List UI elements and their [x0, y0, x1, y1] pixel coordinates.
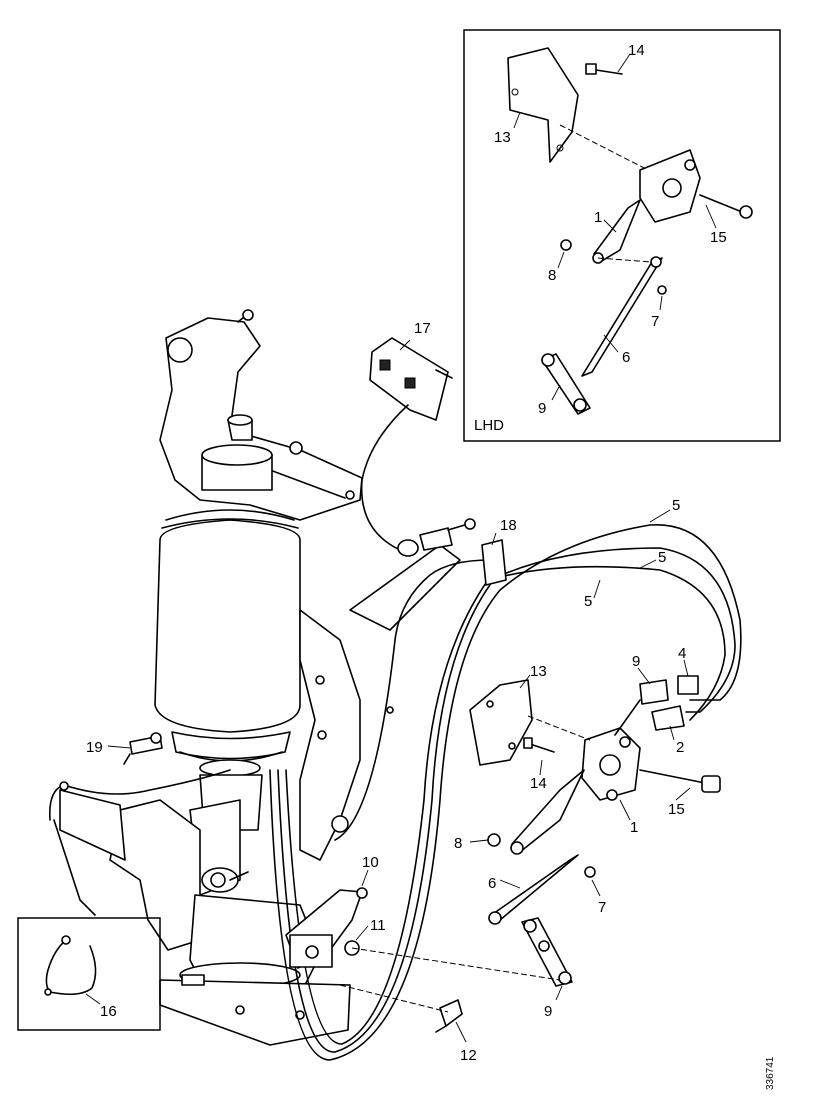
- spring-clip-16: [45, 939, 97, 996]
- fitting-4: [677, 675, 699, 695]
- callout-11: 11: [370, 917, 386, 934]
- callout-8: 8: [454, 835, 462, 852]
- link-6: [489, 854, 579, 921]
- callout-13: 13: [530, 663, 547, 680]
- fitting-9: [639, 679, 669, 705]
- callout-2: 2: [676, 739, 684, 756]
- nut-8: [487, 833, 501, 847]
- air-lines-5: [269, 524, 742, 1061]
- clamp-18: [481, 539, 507, 586]
- inset-lhd-label: LHD: [474, 417, 504, 434]
- callout-15: 15: [668, 801, 685, 818]
- callout-1: 1: [630, 819, 638, 836]
- inset-callout-16: 16: [100, 1003, 117, 1020]
- clip-12: [439, 999, 463, 1027]
- inset-callout-14: 14: [628, 42, 645, 59]
- inset-lhd-frame: [463, 29, 781, 442]
- bracket-9: [521, 917, 573, 987]
- inset-nut-8: [560, 239, 572, 251]
- callout-19: 19: [86, 739, 103, 756]
- bracket-13: [469, 679, 533, 766]
- inset-callout-8: 8: [548, 267, 556, 284]
- callout-14: 14: [530, 775, 547, 792]
- inset-callout-1: 1: [594, 209, 602, 226]
- subframe-arm: [299, 609, 361, 861]
- callout-12: 12: [460, 1047, 477, 1064]
- inset-bracket-13: [507, 47, 579, 163]
- fitting-2: [651, 705, 685, 731]
- callout-18: 18: [500, 517, 517, 534]
- reference-number: 336741: [765, 1056, 776, 1090]
- inset-lever-1: [593, 199, 641, 263]
- callout-6: 6: [488, 875, 496, 892]
- inset-clip-frame: [17, 917, 161, 1031]
- lever-1: [511, 769, 585, 853]
- inset-callout-13: 13: [494, 129, 511, 146]
- inset-clip: 16: [17, 917, 161, 1031]
- lower-mount-base: [159, 979, 351, 1046]
- inset-callout-7: 7: [651, 313, 659, 330]
- main-assembly: 17 18 5 5 5 13 9 4 2 14 15 1 19 8 6 7 10…: [48, 309, 742, 1064]
- callout-7: 7: [598, 899, 606, 916]
- sensor-cable: [360, 404, 409, 551]
- callout-5-a: 5: [672, 497, 680, 514]
- callout-5-b: 5: [658, 549, 666, 566]
- inset-callout-9: 9: [538, 400, 546, 417]
- callout-9-upper: 9: [632, 653, 640, 670]
- air-spring-bellows: [154, 519, 301, 733]
- inset-callout-6: 6: [622, 349, 630, 366]
- callout-9-lower: 9: [544, 1003, 552, 1020]
- inset-lhd: 14 13 1 15 8 7 6 9 LHD: [463, 29, 781, 442]
- callout-4: 4: [678, 645, 686, 662]
- inset-callout-15: 15: [710, 229, 727, 246]
- callout-10: 10: [362, 854, 379, 871]
- callout-5-c: 5: [584, 593, 592, 610]
- callout-17: 17: [414, 320, 431, 337]
- knuckle: [109, 799, 201, 951]
